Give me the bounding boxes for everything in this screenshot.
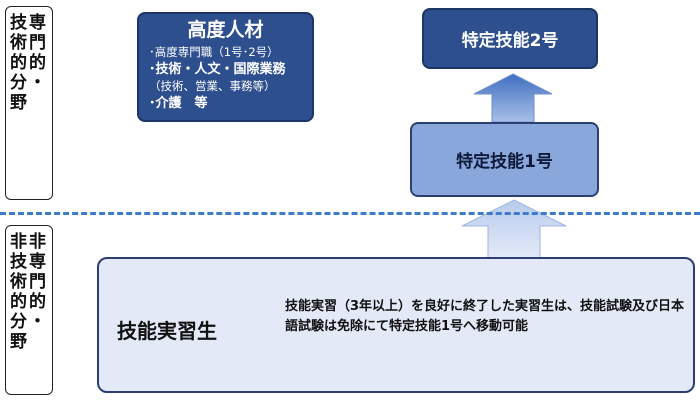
vertical-char: 術 (10, 33, 27, 53)
kodo-item-4: ･介護 等 (149, 96, 208, 111)
vertical-char: 野 (10, 93, 27, 113)
vertical-char: 門 (29, 272, 46, 292)
non-technical-field-label: 非専門的・ 非技術的分野 (5, 225, 53, 395)
arrow-up-icon (473, 73, 553, 123)
kodo-jinzai-box: 高度人材 ･高度専門職（1号･2号） ･技術・人文・国際業務 （技術、営業、事務… (137, 12, 314, 122)
vertical-char: 非 (29, 232, 46, 252)
vertical-char: 的 (10, 53, 27, 73)
vertical-char: ・ (29, 73, 46, 93)
ginou-jisshusei-description: 技能実習（3年以上）を良好に終了した実習生は、技能試験及び日本語試験は免除にて特… (285, 299, 685, 334)
vertical-char: 分 (10, 312, 27, 332)
kodo-jinzai-title: 高度人材 (187, 19, 264, 41)
arrow-up-icon (461, 199, 567, 259)
vertical-char: 的 (29, 53, 46, 73)
kodo-item-3: （技術、営業、事務等） (149, 79, 276, 93)
tokutei-2-label: 特定技能2号 (461, 31, 559, 51)
vertical-char: 的 (29, 292, 46, 312)
kodo-item-1: ･高度専門職（1号･2号） (149, 45, 279, 59)
vertical-char: 術 (10, 272, 27, 292)
field-divider-dashed-line (0, 212, 700, 215)
vertical-char: 分 (10, 73, 27, 93)
vertical-char: 専 (29, 13, 46, 33)
tokutei-2-box: 特定技能2号 (422, 8, 598, 69)
vertical-char: 野 (10, 332, 27, 352)
ginou-jisshusei-box: 技能実習生 技能実習（3年以上）を良好に終了した実習生は、技能試験及び日本語試験… (97, 257, 695, 393)
vertical-char: 的 (10, 292, 27, 312)
vertical-char: 技 (10, 13, 27, 33)
vertical-char: 専 (29, 252, 46, 272)
vertical-char: ・ (29, 312, 46, 332)
non-technical-label-col2: 非技術的分野 (10, 232, 27, 352)
non-technical-label-col1: 非専門的・ (29, 232, 46, 332)
technical-label-col2: 技術的分野 (10, 13, 27, 113)
technical-label-col1: 専門的・ (29, 13, 46, 93)
vertical-char: 技 (10, 252, 27, 272)
kodo-item-2: ･技術・人文・国際業務 (149, 62, 286, 77)
technical-field-label: 専門的・ 技術的分野 (5, 6, 53, 200)
vertical-char: 非 (10, 232, 27, 252)
ginou-jisshusei-title: 技能実習生 (117, 319, 217, 343)
vertical-char: 門 (29, 33, 46, 53)
tokutei-1-label: 特定技能1号 (456, 152, 553, 172)
tokutei-1-box: 特定技能1号 (410, 122, 599, 197)
